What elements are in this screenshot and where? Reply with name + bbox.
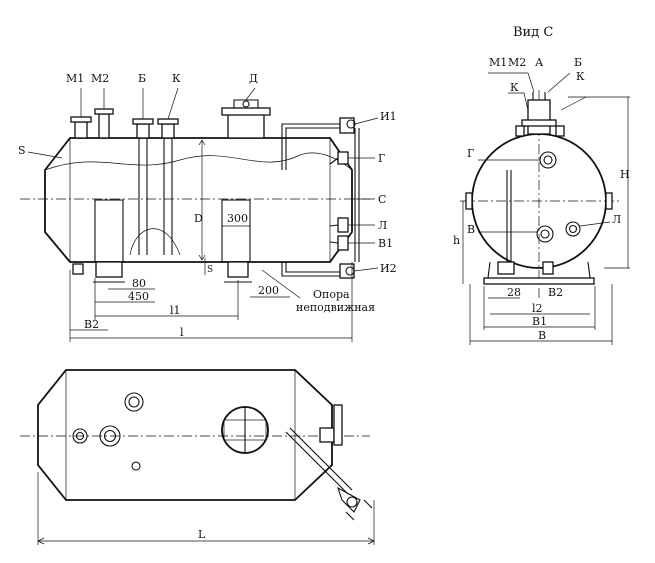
- label-i1: И1: [380, 110, 397, 123]
- dim-s: S: [207, 265, 213, 275]
- support-label-2: неподвижная: [296, 301, 375, 314]
- side-dim-b: В: [538, 329, 546, 342]
- label-m2: М2: [91, 72, 109, 85]
- dim-80: 80: [132, 277, 146, 290]
- plan-dim-l: L: [198, 528, 206, 541]
- side-view: [460, 72, 630, 345]
- label-l: Л: [378, 219, 387, 232]
- side-label-v2: В2: [548, 286, 563, 299]
- label-diameter: D: [194, 212, 203, 225]
- view-c-title: Вид С: [513, 25, 553, 40]
- side-label-m2: М2: [508, 56, 526, 69]
- front-view: [20, 87, 379, 342]
- dim-l: l: [180, 326, 184, 339]
- plan-shell: [37, 369, 333, 501]
- side-label-v: В: [467, 223, 475, 236]
- side-label-b: Б: [574, 56, 582, 69]
- label-k: К: [172, 72, 181, 85]
- side-dim-h-lower: h: [453, 234, 460, 247]
- dim-200: 200: [258, 284, 279, 297]
- side-label-g: Г: [467, 147, 474, 160]
- side-label-l: Л: [612, 213, 621, 226]
- label-d: Д: [249, 72, 258, 85]
- dim-l1: l1: [170, 304, 181, 317]
- label-m1: М1: [66, 72, 84, 85]
- side-label-m1: М1: [489, 56, 507, 69]
- dim-b2: В2: [84, 318, 99, 331]
- dim-300: 300: [227, 212, 248, 225]
- label-g: Г: [378, 152, 385, 165]
- vessel-shell: [44, 137, 353, 263]
- support-label-1: Опора: [313, 288, 350, 301]
- side-dim-b1: В1: [532, 315, 547, 328]
- label-shell-s: S: [18, 144, 26, 157]
- side-dim-h-upper: H: [620, 168, 630, 181]
- side-dim-28: 28: [507, 286, 521, 299]
- label-c: С: [378, 193, 386, 206]
- dim-450: 450: [128, 290, 149, 303]
- label-v1: В1: [378, 237, 393, 250]
- plan-view: [20, 369, 375, 545]
- side-label-k-left: К: [510, 81, 519, 94]
- label-b: Б: [138, 72, 146, 85]
- side-label-k-right: К: [576, 70, 585, 83]
- side-label-a: А: [535, 56, 544, 69]
- label-i2: И2: [380, 262, 397, 275]
- side-dim-l2: l2: [532, 302, 543, 315]
